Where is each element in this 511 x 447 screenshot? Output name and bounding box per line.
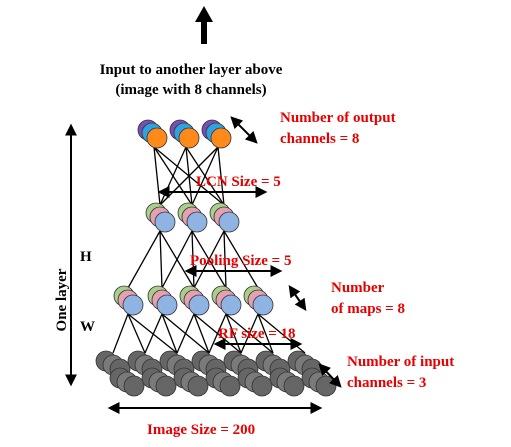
input-unit (123, 375, 145, 397)
input-unit (155, 375, 177, 397)
input-channels-arrow (318, 363, 342, 388)
lcn-size-label: LCN Size = 5 (196, 174, 281, 190)
pooling-unit (186, 211, 208, 233)
rf-size-label: RF size = 18 (218, 326, 296, 342)
one-layer-label: One layer (54, 268, 70, 331)
connection-line (208, 313, 227, 354)
map-unit (252, 294, 274, 316)
connection-line (144, 313, 163, 354)
output-unit (146, 127, 168, 149)
connection-line (161, 230, 193, 289)
output-channels-label: Number of output (280, 110, 396, 126)
connection-line (193, 313, 210, 354)
pooling-unit (218, 211, 240, 233)
maps-value: of maps = 8 (331, 301, 405, 317)
output-unit (210, 127, 232, 149)
connection-line (127, 313, 178, 354)
input-unit (219, 375, 241, 397)
pooling-unit (154, 211, 176, 233)
maps-arrow (288, 285, 307, 311)
input-channels-value: channels = 3 (347, 375, 426, 391)
connection-line (223, 230, 259, 289)
input-unit (187, 375, 209, 397)
input-unit (283, 375, 305, 397)
map-unit (122, 294, 144, 316)
map-unit (156, 294, 178, 316)
output-up-arrow (195, 6, 213, 44)
input-above-title: Input to another layer above (100, 62, 283, 78)
connection-line (223, 230, 227, 289)
connection-line (161, 313, 178, 354)
dimension-arrows (65, 116, 342, 414)
h-label: H (80, 249, 92, 265)
connection-line (159, 230, 163, 289)
connection-line (176, 313, 195, 354)
connection-line (112, 313, 129, 354)
image-size-label: Image Size = 200 (147, 422, 255, 438)
output-channels-arrow (230, 116, 258, 144)
maps-label: Number (331, 280, 385, 296)
map-unit (188, 294, 210, 316)
w-label: W (80, 319, 95, 335)
input-above-subtitle: (image with 8 channels) (115, 82, 266, 98)
pooling-size-label: Pooling Size = 5 (190, 253, 291, 269)
connection-line (191, 230, 195, 289)
input-unit (251, 375, 273, 397)
connection-line (193, 230, 225, 289)
output-unit (178, 127, 200, 149)
connection-line (127, 313, 146, 354)
map-unit (220, 294, 242, 316)
output-channels-value: channels = 8 (280, 131, 359, 147)
neuron-units (95, 119, 337, 397)
input-channels-label: Number of input (347, 354, 454, 370)
connection-line (127, 230, 161, 289)
